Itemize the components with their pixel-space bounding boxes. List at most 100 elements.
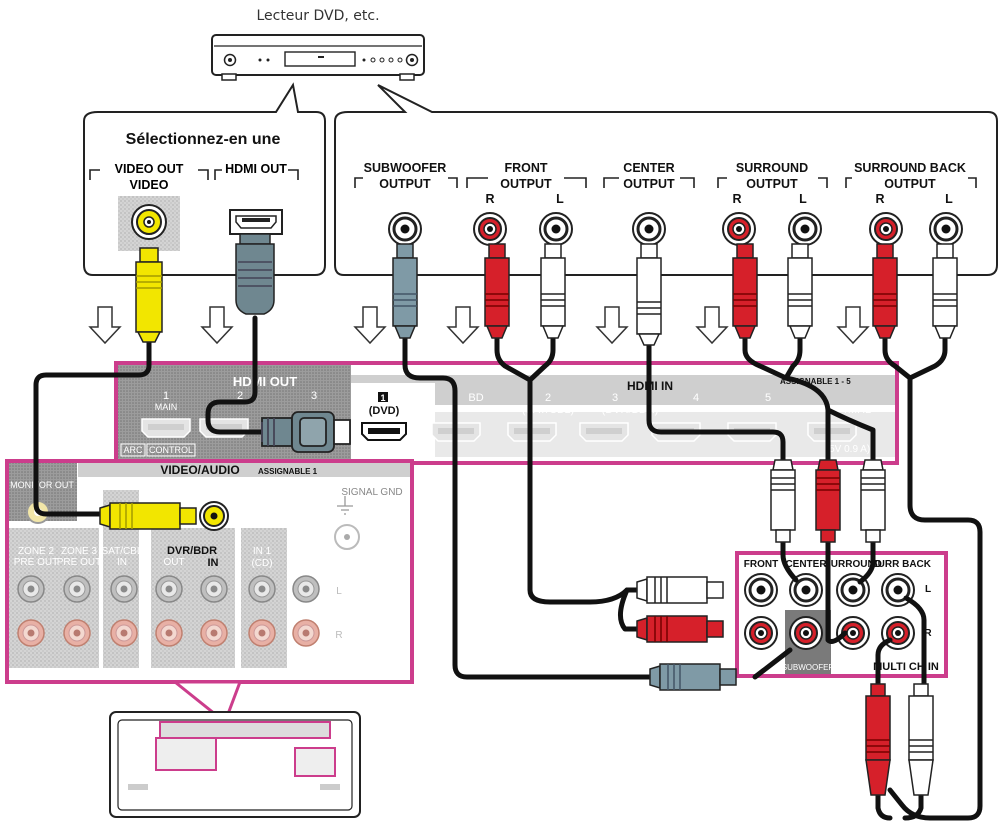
- zone2-sub: PRE OUT: [14, 557, 58, 568]
- surround-output-sub: OUTPUT: [746, 177, 798, 191]
- satcbl-sub: IN: [117, 557, 127, 568]
- surround-back-r-output-jack: [869, 212, 903, 246]
- hdmi-in-5-label: 5: [765, 392, 771, 404]
- subwoofer-output-sub: OUTPUT: [379, 177, 431, 191]
- dvrbdr-label: DVR/BDR: [167, 545, 217, 557]
- surround-back-r-label: R: [875, 192, 884, 206]
- hdmi-plug-receiver: [261, 411, 351, 453]
- surround-back-l-plug: [932, 243, 958, 339]
- video-out-label: VIDEO OUT: [115, 162, 184, 176]
- hdmi-in-mhl-port: [807, 422, 857, 442]
- hdmi-in-dvd-num: 1: [380, 393, 385, 403]
- hdmi-in-sat-num: 2: [545, 392, 551, 404]
- mc-front-label: FRONT: [744, 559, 778, 570]
- phono-label: PHONO: [288, 546, 325, 557]
- cd-l-jack: [248, 575, 276, 603]
- surround-output-label: SURROUND: [736, 161, 808, 175]
- center-plug-mc: [770, 459, 796, 543]
- video-out-jack: [118, 196, 180, 251]
- video-label: VIDEO: [130, 178, 169, 192]
- zone3-r-jack: [63, 619, 91, 647]
- dvd-player: [211, 34, 425, 81]
- down-arrow-icon: [696, 306, 728, 344]
- front-r-plug: [484, 243, 510, 339]
- mc-front-r-jack: [744, 616, 778, 650]
- down-arrow-icon: [837, 306, 869, 344]
- phono-sub: IN: [301, 557, 311, 568]
- down-arrow-icon: [354, 306, 386, 344]
- surround-r-plug: [732, 243, 758, 339]
- video-in-jack: [199, 501, 229, 531]
- receiver-rear-thumbnail: [109, 711, 361, 818]
- phono-l-jack: [292, 575, 320, 603]
- down-arrow-icon: [596, 306, 628, 344]
- down-arrow-icon: [89, 306, 121, 344]
- surround-r-plug-mc: [815, 459, 841, 543]
- down-arrow-icon: [201, 306, 233, 344]
- dvrbdr-in-label: IN: [208, 557, 219, 569]
- hdmi-out-1-label: 1: [163, 390, 169, 402]
- surround-back-l-output-jack: [928, 211, 964, 247]
- surround-back-output-label: SURROUND BACK: [854, 161, 966, 175]
- front-r-output-jack: [473, 212, 507, 246]
- hdmi-cable-plug: [235, 233, 275, 315]
- hdmi-out-2-label: 2: [237, 390, 243, 402]
- yellow-video-plug-receiver: [99, 502, 197, 530]
- subwoofer-output-label: SUBWOOFER: [364, 161, 447, 175]
- hdmi-in-dvd-label: (DVD): [369, 405, 400, 417]
- monitor-out-label: MONITOR OUT: [10, 480, 74, 490]
- hdmi-in-mhl-label: /MHL: [845, 404, 871, 416]
- front-l-plug-mc: [636, 576, 724, 604]
- zone2-r-jack: [17, 619, 45, 647]
- front-r-plug-mc: [636, 615, 724, 643]
- in-cd-sub: (CD): [251, 558, 272, 569]
- surround-l-plug: [787, 243, 813, 339]
- front-output-label: FRONT: [504, 161, 547, 175]
- in-cd-label: IN 1: [253, 546, 272, 557]
- surround-back-l-plug-mc: [908, 683, 934, 796]
- front-r-label: R: [485, 192, 494, 206]
- surround-back-l-label: L: [945, 192, 953, 206]
- surround-back-output-sub: OUTPUT: [884, 177, 936, 191]
- zone3-l-jack: [63, 575, 91, 603]
- hdmi-in-dvr-port: [579, 422, 629, 442]
- hdmi-in-4-label: 4: [693, 392, 699, 404]
- mc-center-label: CENTER: [785, 559, 827, 570]
- dvrbdr-out-label: OUT: [163, 557, 184, 568]
- mc-subwoofer-label: SUBWOOFER: [782, 663, 835, 672]
- subwoofer-plug-mc: [649, 663, 737, 691]
- dvrbdr-in-r-jack: [200, 619, 228, 647]
- front-l-output-jack: [538, 211, 574, 247]
- cd-r-jack: [248, 619, 276, 647]
- mc-subwoofer-jack: [789, 616, 823, 650]
- hdmi-out-3-label: 3: [311, 390, 317, 402]
- dvrbdr-out-l-jack: [155, 575, 183, 603]
- mc-surr-back-label: SURR BACK: [871, 559, 932, 570]
- signal-gnd-terminal: [334, 496, 360, 550]
- phono-r-jack: [292, 619, 320, 647]
- receiver-hdmi-out-label: HDMI OUT: [233, 374, 297, 389]
- center-output-label: CENTER: [623, 161, 674, 175]
- cables: [33, 315, 983, 821]
- mc-front-l-jack: [743, 572, 779, 608]
- hdmi-power-label: (5V 0.9 A): [826, 444, 870, 455]
- audio-l-label: L: [336, 586, 342, 597]
- mc-l-label: L: [925, 584, 931, 595]
- hdmi-assignable-label: ASSIGNABLE 1 - 5: [780, 377, 851, 386]
- subwoofer-plug: [392, 243, 418, 339]
- center-output-sub: OUTPUT: [623, 177, 675, 191]
- zone2-label: ZONE 2: [18, 546, 55, 557]
- source-device-label: Lecteur DVD, etc.: [256, 8, 379, 24]
- video-audio-assignable: ASSIGNABLE 1: [258, 467, 318, 476]
- mc-r-label: R: [924, 628, 932, 639]
- hdmi-out-1-port: [141, 418, 191, 438]
- control-label: CONTROL: [149, 445, 193, 455]
- choice-title: Sélectionnez-en une: [126, 131, 281, 148]
- multi-ch-in-panel: [735, 551, 948, 678]
- signal-gnd-label: SIGNAL GND: [341, 487, 402, 498]
- mc-surround-label: SURROUND: [824, 559, 882, 570]
- surround-l-output-jack: [787, 211, 823, 247]
- satcbl-l-jack: [110, 575, 138, 603]
- hdmi-out-label: HDMI OUT: [225, 162, 287, 176]
